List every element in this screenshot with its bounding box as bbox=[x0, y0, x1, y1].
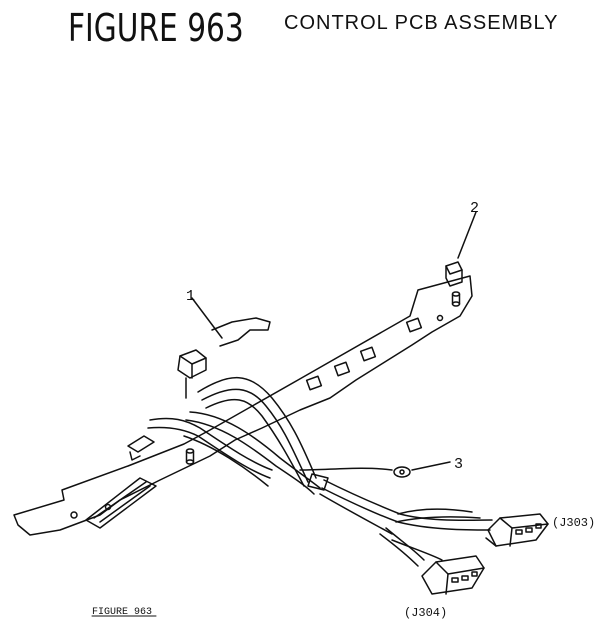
part-3-ground-wire bbox=[299, 466, 411, 478]
connector-j303 bbox=[485, 513, 549, 547]
pcb-buttons bbox=[305, 317, 423, 391]
label-j303: (J303) bbox=[552, 516, 595, 530]
connector-j304 bbox=[421, 555, 485, 595]
part-1-bracket bbox=[177, 317, 271, 399]
callout-leader-1 bbox=[191, 297, 223, 339]
callout-leader-3 bbox=[411, 461, 451, 471]
part-2-spacer bbox=[445, 261, 463, 287]
pcb-board bbox=[13, 275, 473, 536]
callout-3: 3 bbox=[454, 456, 463, 473]
edge-connector bbox=[85, 477, 157, 529]
label-j304: (J304) bbox=[404, 606, 447, 620]
callout-leader-2 bbox=[457, 211, 477, 259]
figure-title: FIGURE 963 bbox=[68, 6, 244, 50]
standoff-post-right bbox=[451, 291, 461, 307]
figure-subtitle: CONTROL PCB ASSEMBLY bbox=[284, 12, 559, 34]
footer-figure-ref: FIGURE 963 bbox=[92, 607, 152, 618]
callout-2: 2 bbox=[470, 200, 479, 217]
wire-harness bbox=[147, 377, 493, 567]
standoff-post-left bbox=[185, 448, 195, 465]
callout-1: 1 bbox=[186, 288, 195, 305]
header-connector bbox=[127, 435, 155, 461]
